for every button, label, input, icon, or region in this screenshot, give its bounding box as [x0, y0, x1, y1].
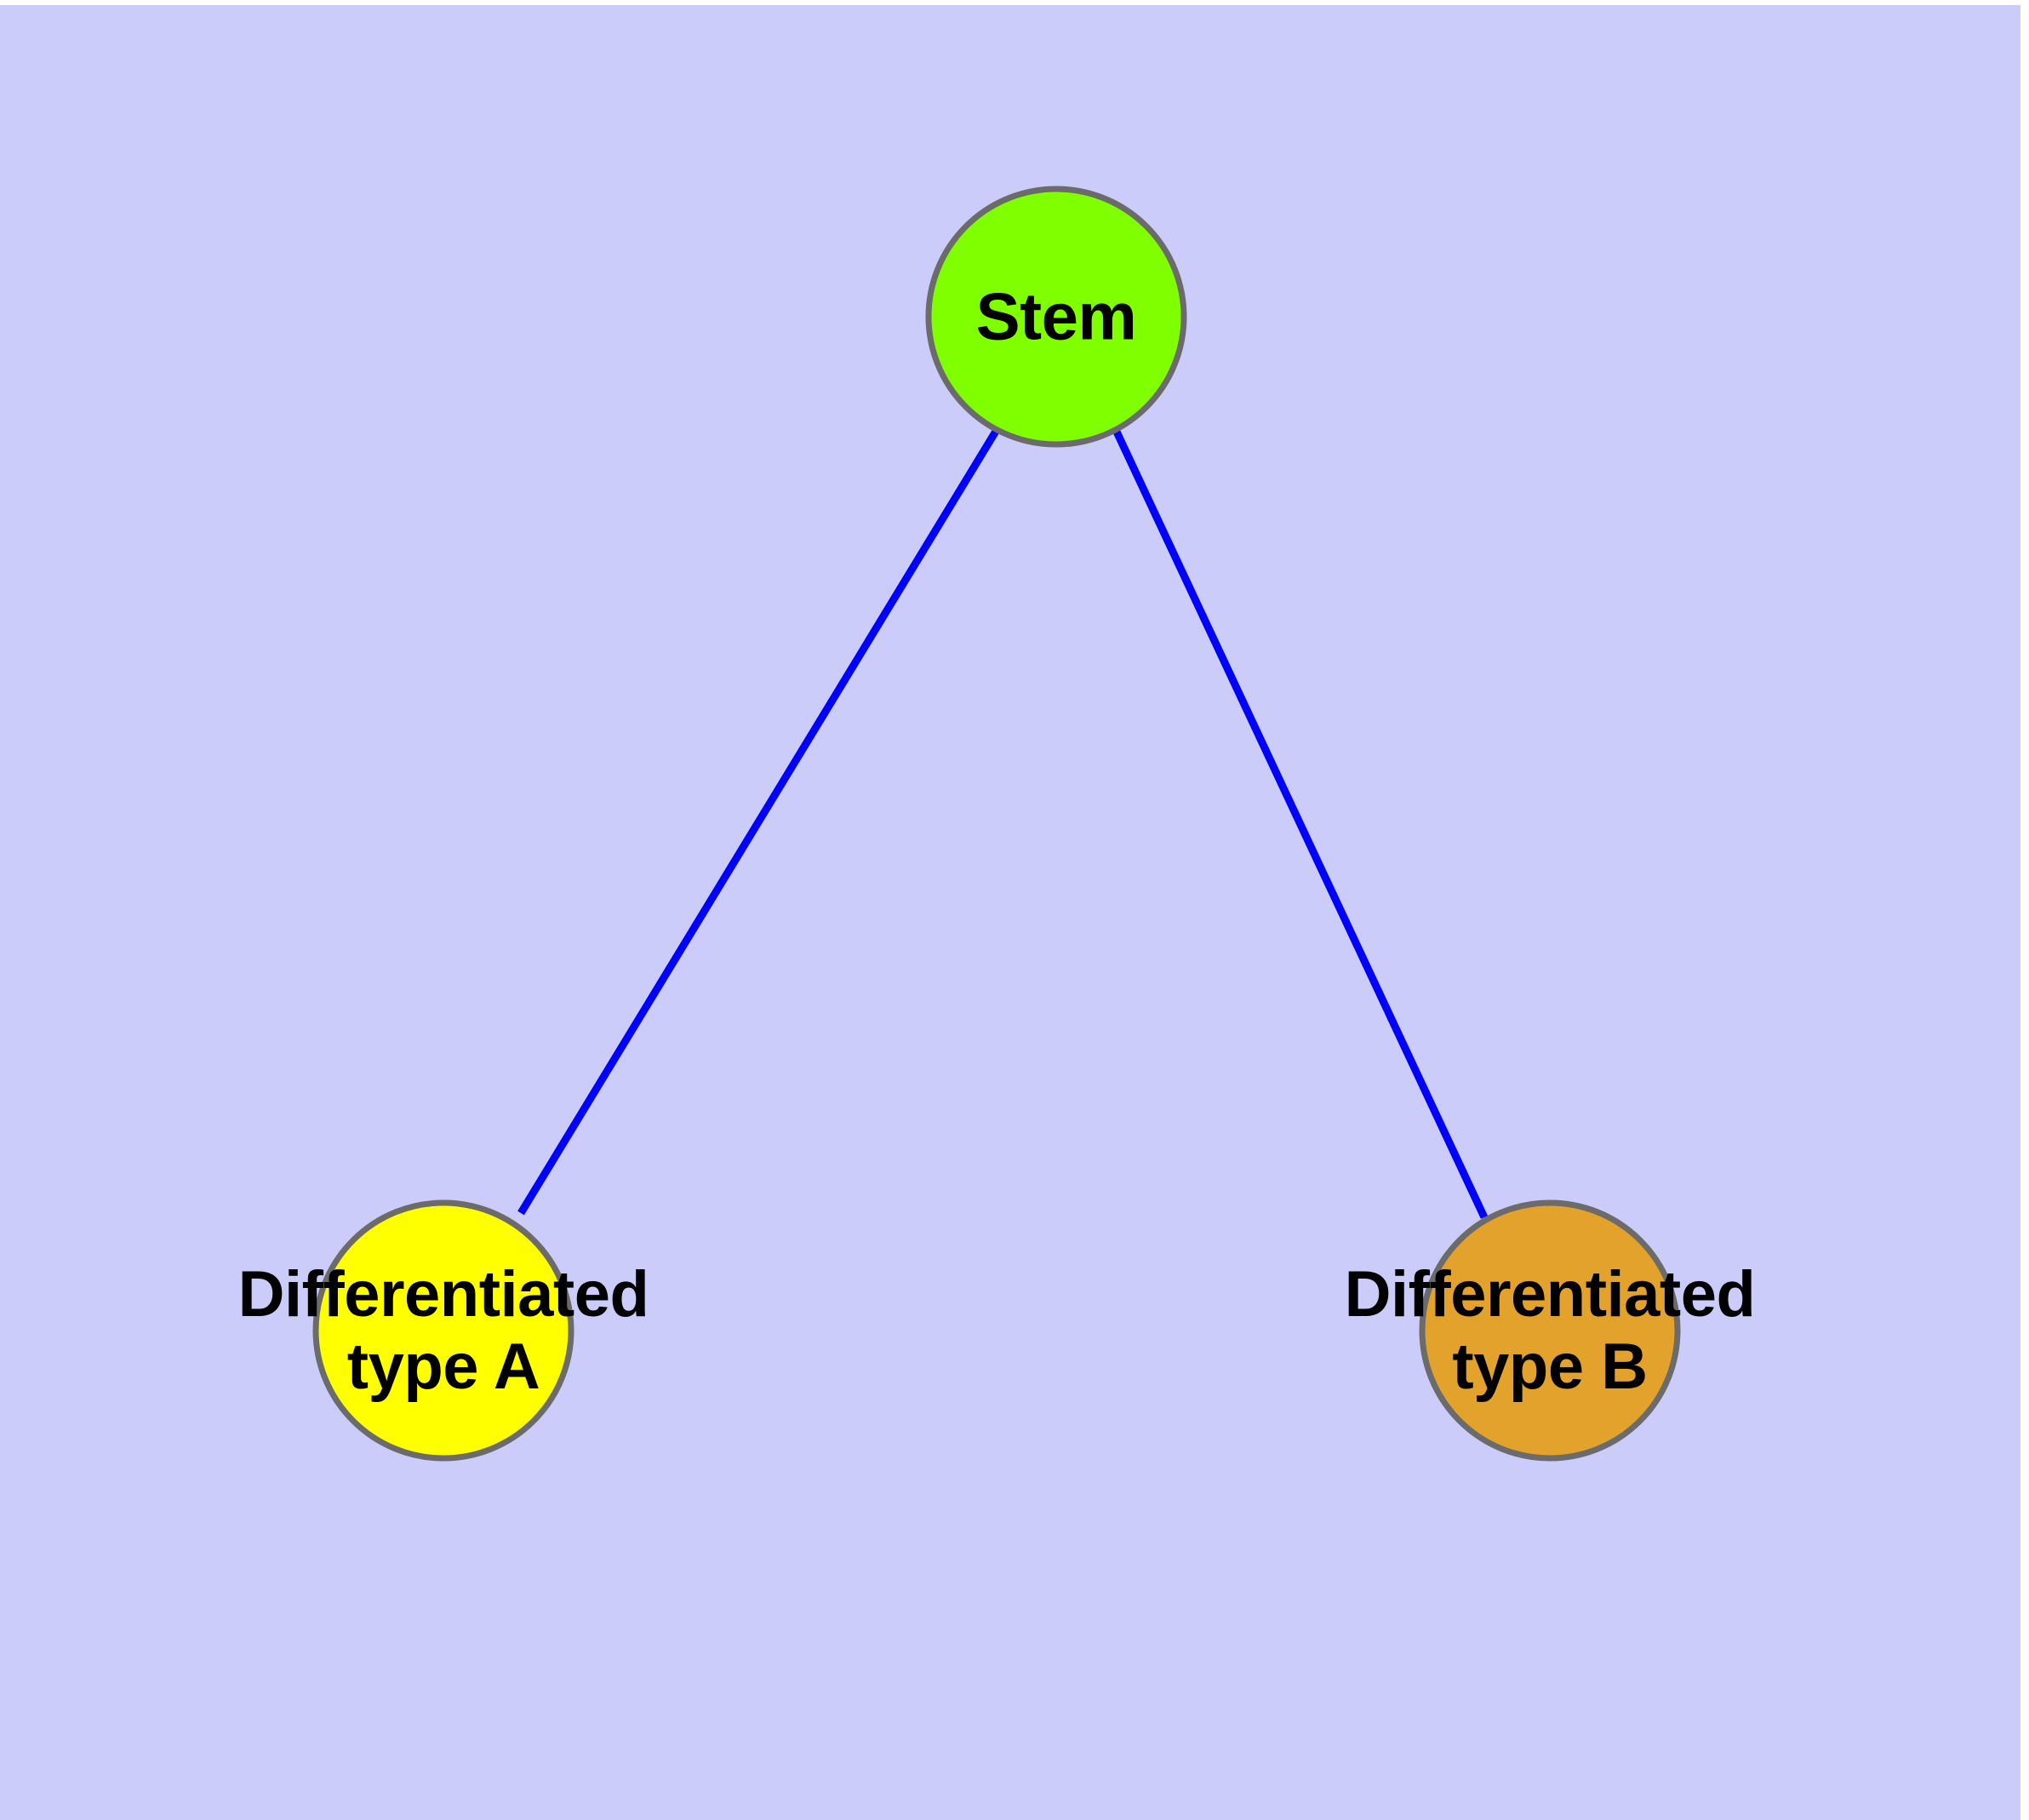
- nodes-group: [312, 186, 1681, 1462]
- node-circle-stem[interactable]: [925, 186, 1187, 448]
- edge-stem-diff-a[interactable]: [517, 427, 1000, 1216]
- node-circle-diff-a[interactable]: [312, 1199, 574, 1462]
- edge-stem-diff-b[interactable]: [1112, 428, 1489, 1219]
- edges-group: [517, 427, 1489, 1219]
- node-circle-diff-b[interactable]: [1419, 1199, 1681, 1462]
